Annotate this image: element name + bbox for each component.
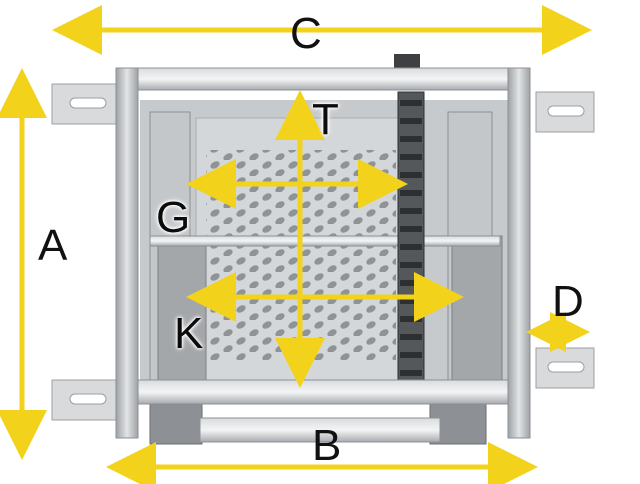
cable-chain	[394, 54, 425, 389]
label-a: A	[38, 221, 68, 270]
side-rollers	[149, 111, 503, 445]
mounting-brackets	[51, 83, 595, 421]
label-t: T	[312, 95, 339, 144]
cross-bar	[149, 235, 501, 247]
label-b: B	[312, 421, 342, 470]
label-g: G	[156, 193, 191, 242]
label-k: K	[174, 309, 204, 358]
label-d: D	[552, 277, 584, 326]
label-c: C	[290, 9, 322, 58]
outer-frame	[115, 67, 531, 443]
